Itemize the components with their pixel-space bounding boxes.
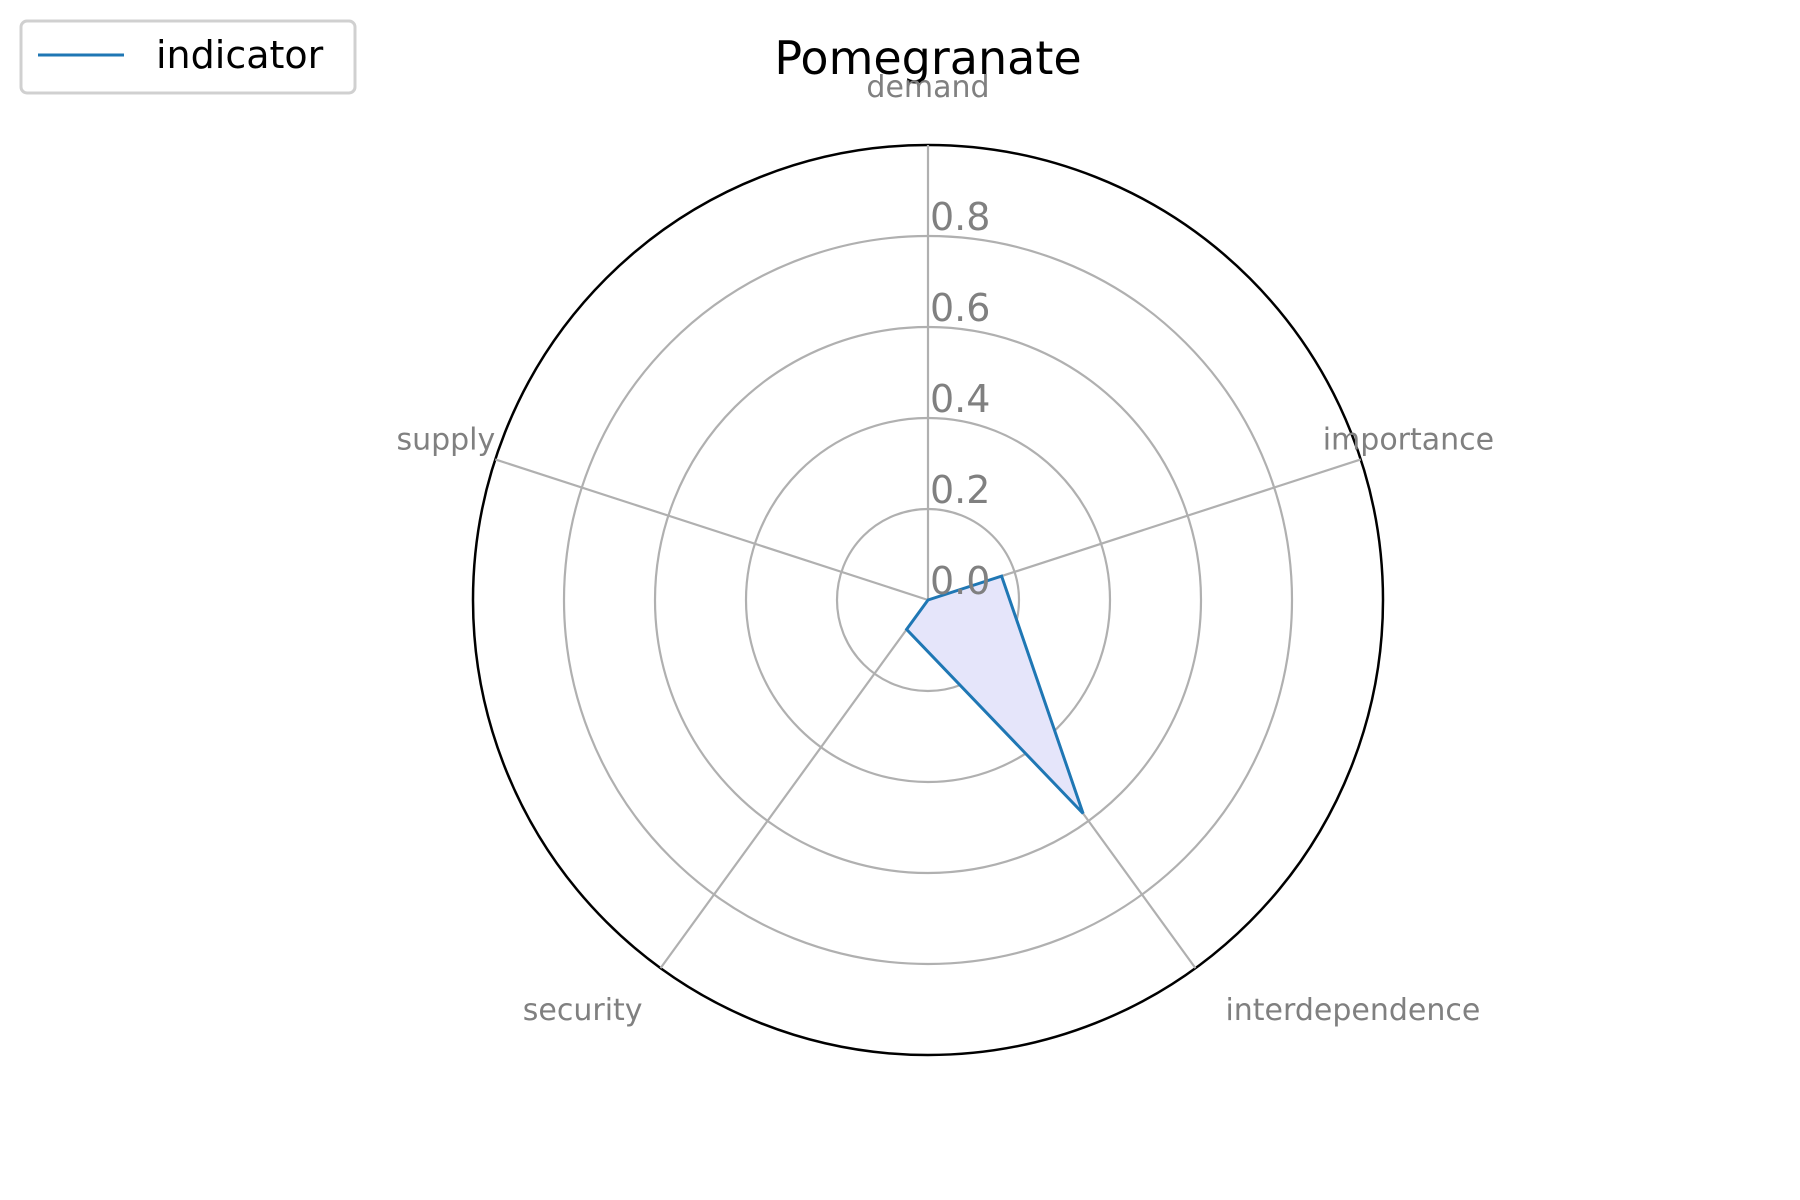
r-tick-label: 0.6 xyxy=(930,286,990,330)
radar-grid xyxy=(471,143,1385,1057)
r-tick-label: 0.0 xyxy=(930,559,990,603)
r-tick-label: 0.8 xyxy=(930,195,990,239)
series-fill-indicator xyxy=(906,576,1084,814)
chart-title: Pomegranate xyxy=(774,31,1081,85)
radar-labels: 0.0 0.2 0.4 0.6 0.8 demand importance interdepe… xyxy=(396,70,1494,1028)
legend: indicator xyxy=(19,19,357,95)
r-tick-label: 0.4 xyxy=(930,377,990,421)
legend-box xyxy=(19,19,357,95)
radar-series xyxy=(904,574,1085,815)
category-label-interdependence: interdependence xyxy=(1225,993,1480,1028)
grid-spoke xyxy=(659,599,929,969)
grid-spoke xyxy=(494,458,929,602)
r-tick-label: 0.2 xyxy=(930,468,990,512)
category-label-importance: importance xyxy=(1323,422,1494,457)
category-label-security: security xyxy=(523,993,643,1028)
legend-label-indicator: indicator xyxy=(156,33,324,77)
category-label-supply: supply xyxy=(396,422,495,457)
series-line-indicator xyxy=(904,574,1085,815)
category-label-demand: demand xyxy=(866,70,989,105)
